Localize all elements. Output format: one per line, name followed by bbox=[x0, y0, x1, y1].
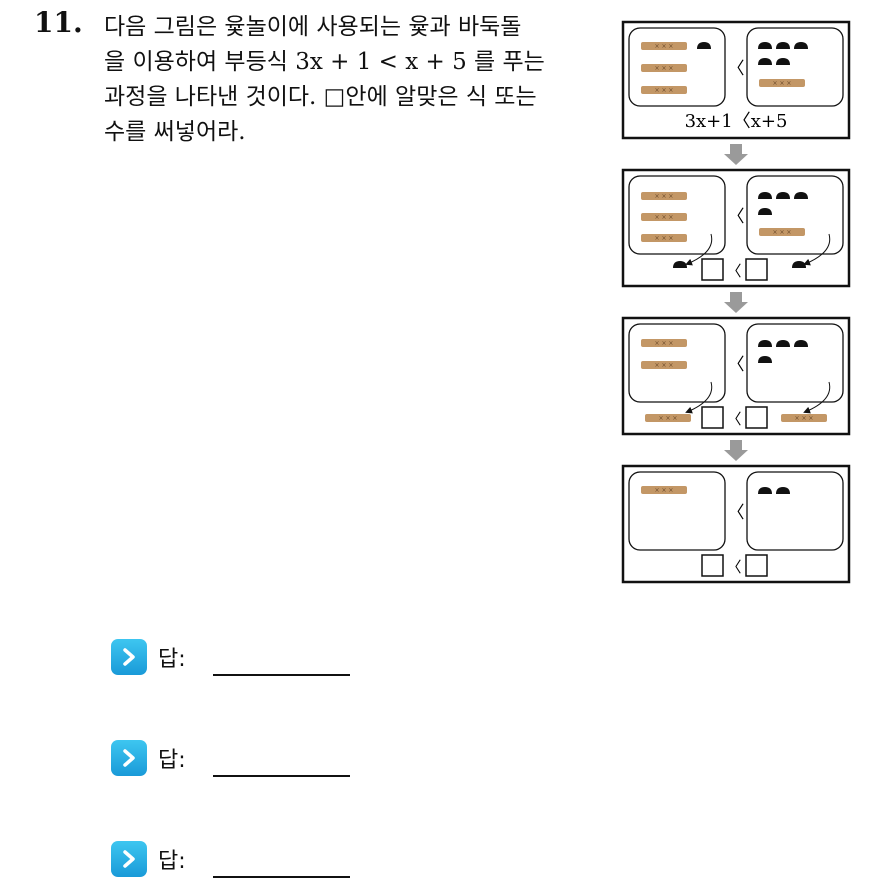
answer-row: 답: bbox=[111, 636, 350, 678]
question-number: 11. bbox=[34, 6, 83, 39]
compare-symbol: 〈 bbox=[726, 262, 741, 280]
answer-box[interactable] bbox=[701, 406, 724, 429]
answer-blank[interactable] bbox=[213, 876, 350, 878]
answer-label: 답: bbox=[158, 849, 186, 874]
question-line: 다음 그림은 윷놀이에 사용되는 윷과 바둑돌 bbox=[104, 14, 522, 40]
step-4-panel: 〈 〈 bbox=[621, 464, 851, 584]
answer-blank[interactable] bbox=[213, 775, 350, 777]
answer-box[interactable] bbox=[701, 554, 724, 577]
compare-symbol: 〈 bbox=[728, 59, 745, 79]
answer-row: 답: bbox=[111, 838, 350, 880]
step-2-panel: 〈 〈 bbox=[621, 168, 851, 288]
question-line: 을 이용하여 부등식 3x + 1 < x + 5 를 푸는 bbox=[104, 49, 545, 75]
down-arrow-icon bbox=[724, 450, 748, 461]
step-3-panel: 〈 〈 bbox=[621, 316, 851, 436]
yut-figure: × × × 〈 3x+1〈x+5 〈 〈 bbox=[621, 20, 851, 584]
answer-box[interactable] bbox=[745, 406, 768, 429]
question-text: 다음 그림은 윷놀이에 사용되는 윷과 바둑돌 을 이용하여 부등식 3x + … bbox=[104, 10, 594, 150]
compare-symbol: 〈 bbox=[726, 410, 741, 428]
chevron-right-icon bbox=[111, 841, 147, 877]
question-line: 과정을 나타낸 것이다. □안에 알맞은 식 또는 bbox=[104, 84, 537, 110]
inequality-caption: 3x+1〈x+5 bbox=[685, 111, 788, 132]
answer-label: 답: bbox=[158, 748, 186, 773]
chevron-right-icon bbox=[111, 639, 147, 675]
compare-symbol: 〈 bbox=[728, 355, 745, 375]
answer-box[interactable] bbox=[701, 258, 724, 281]
answer-blank[interactable] bbox=[213, 674, 350, 676]
down-arrow-icon bbox=[724, 154, 748, 165]
answer-box[interactable] bbox=[745, 258, 768, 281]
answer-box[interactable] bbox=[745, 554, 768, 577]
chevron-right-icon bbox=[111, 740, 147, 776]
compare-symbol: 〈 bbox=[728, 207, 745, 227]
answer-label: 답: bbox=[158, 647, 186, 672]
answer-row: 답: bbox=[111, 737, 350, 779]
compare-symbol: 〈 bbox=[726, 558, 741, 576]
question-line: 수를 써넣어라. bbox=[104, 119, 246, 145]
compare-symbol: 〈 bbox=[728, 503, 745, 523]
down-arrow-icon bbox=[724, 302, 748, 313]
step-1-panel: 〈 3x+1〈x+5 bbox=[621, 20, 851, 140]
